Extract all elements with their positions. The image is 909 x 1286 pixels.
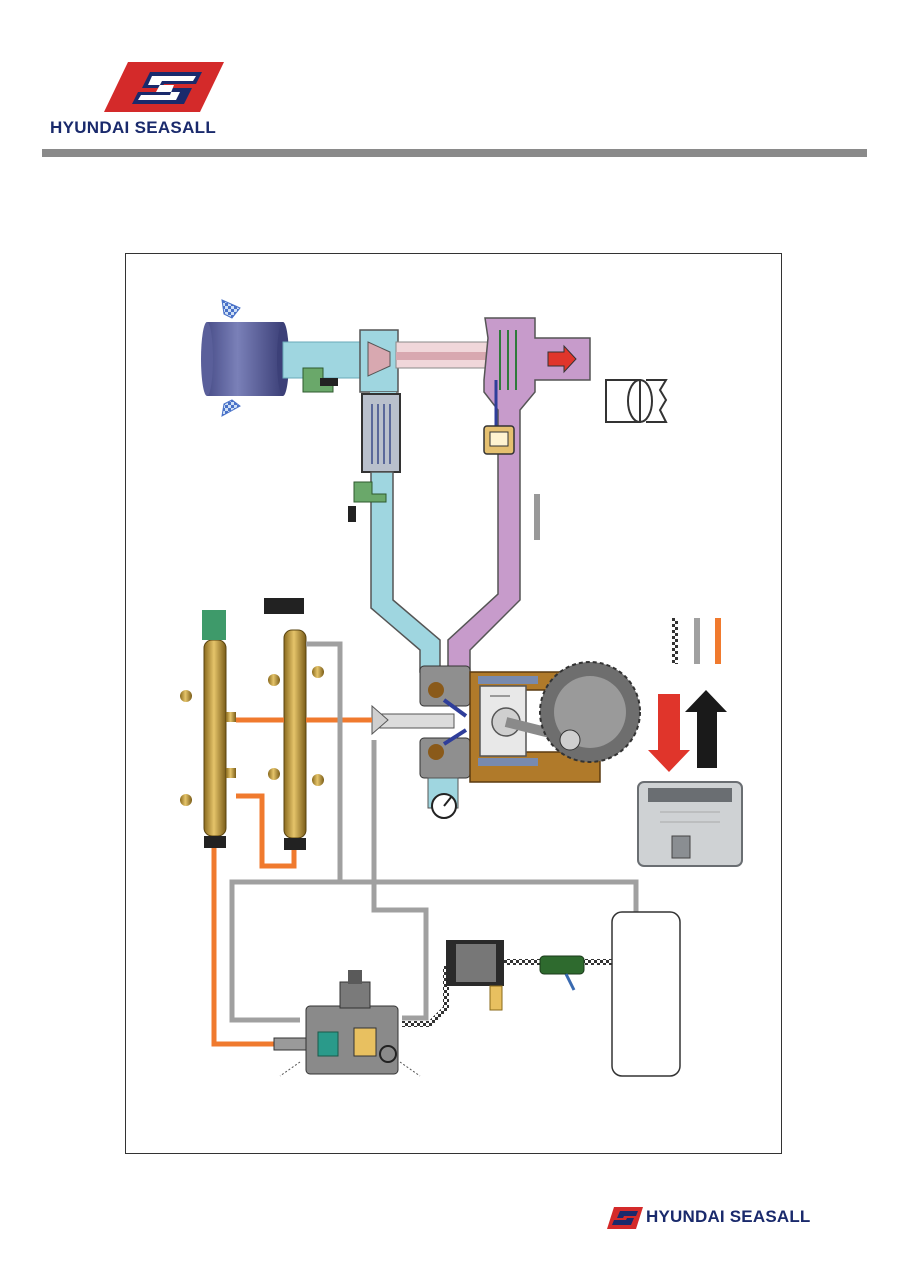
exhaust-flow-arrow-icon <box>547 344 577 374</box>
line-legend <box>672 618 721 664</box>
separator-bar <box>534 494 540 540</box>
boost-pressure-sensor-icon <box>302 367 338 393</box>
fuel-tank-icon <box>611 911 681 1077</box>
signal-down-arrow-icon <box>648 694 690 772</box>
common-rail-icon <box>264 598 324 850</box>
header-divider <box>42 149 867 157</box>
signal-up-arrow-icon <box>685 690 727 768</box>
air-filter-icon <box>201 322 289 396</box>
crankshaft-wheel-icon <box>539 661 641 763</box>
egr-valve-icon <box>483 380 515 455</box>
intercooler-icon <box>361 393 401 473</box>
catalyst-icon <box>605 379 668 423</box>
fuel-filter-icon <box>446 940 504 1011</box>
diagram-frame <box>125 253 782 1154</box>
hyundai-seasall-logo-icon <box>607 1207 643 1229</box>
cylinder-head-icon <box>419 665 471 809</box>
high-pressure-pump-icon <box>273 970 421 1077</box>
air-inlet-arrow-icon <box>221 299 241 417</box>
map-sensor-icon <box>348 481 387 522</box>
fuel-heater-icon <box>539 955 585 991</box>
company-logo-top: HYUNDAI SEASALL <box>50 58 230 138</box>
exhaust-duct <box>447 317 591 673</box>
brand-name-bottom: HYUNDAI SEASALL <box>646 1207 811 1226</box>
hyundai-seasall-logo-icon <box>104 62 224 112</box>
common-rail-icon <box>180 610 236 848</box>
ecu-icon <box>637 781 743 867</box>
pressure-gauge-icon <box>431 793 457 819</box>
turbocharger-icon <box>367 341 501 377</box>
injector-icon <box>371 704 455 736</box>
brand-name-top: HYUNDAI SEASALL <box>50 118 217 137</box>
